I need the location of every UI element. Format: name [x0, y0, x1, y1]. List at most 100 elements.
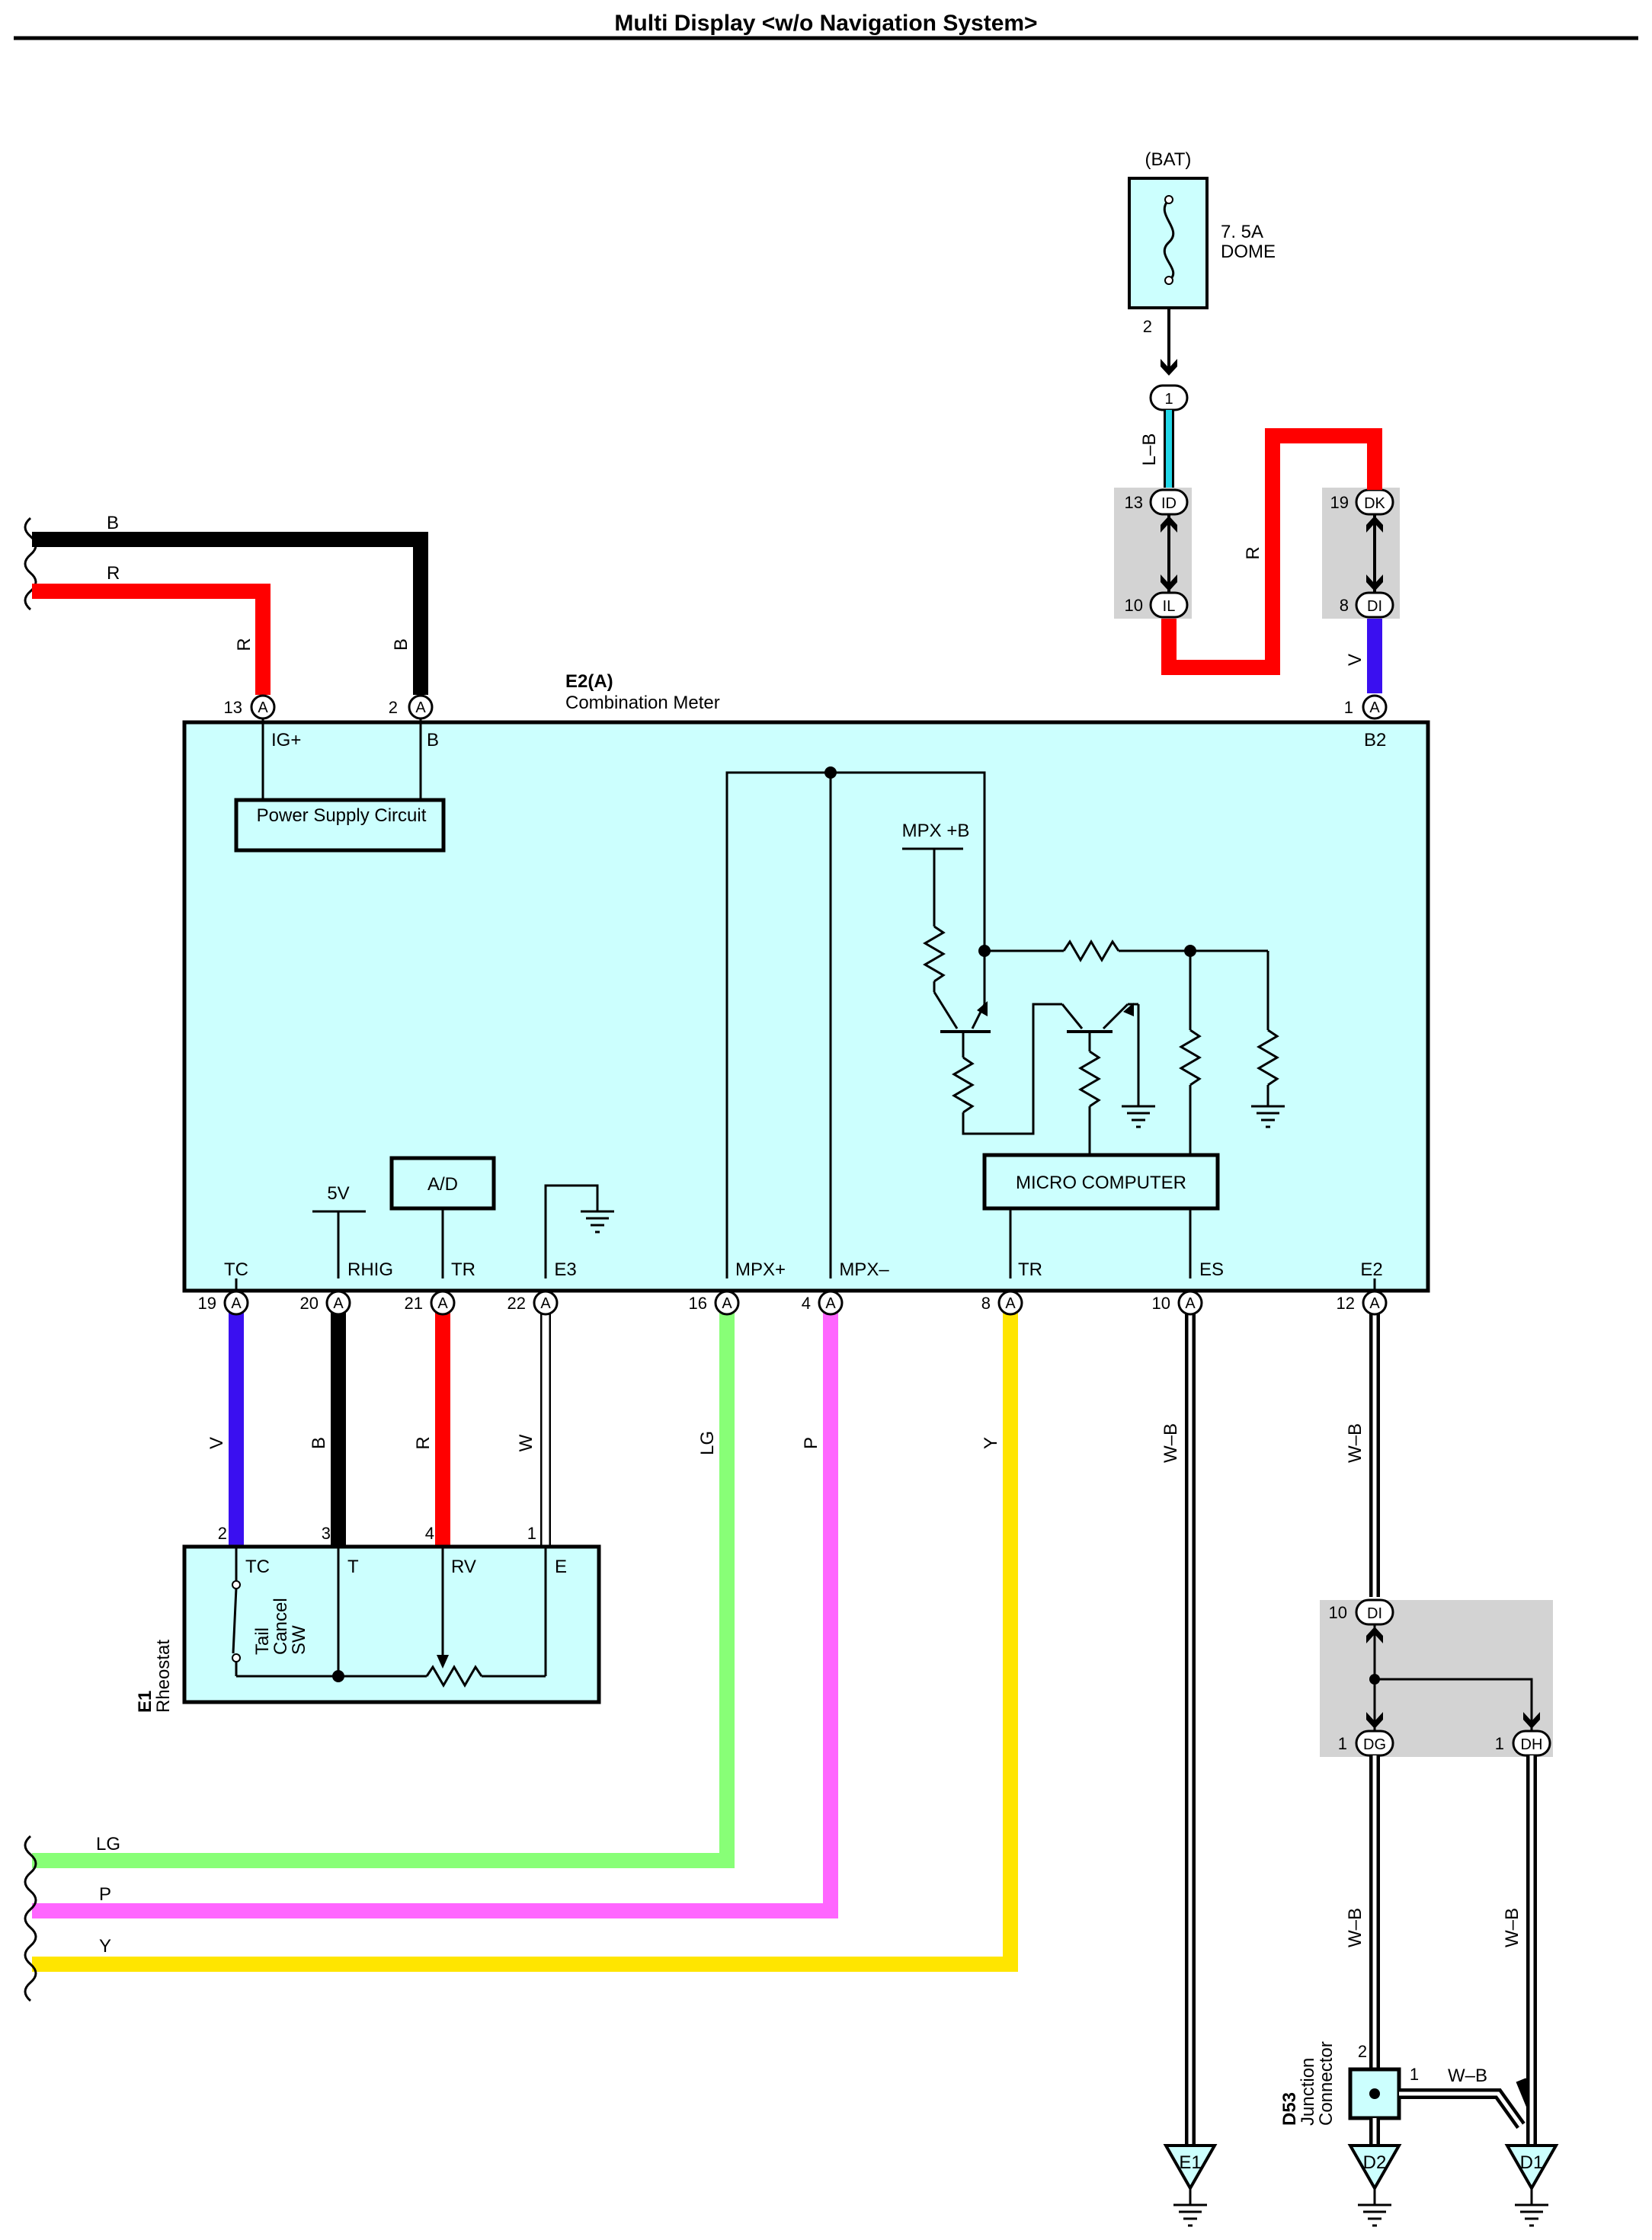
junction-name-1: Junction [1298, 2058, 1318, 2126]
svg-text:D1: D1 [1520, 2152, 1544, 2173]
wire-p [32, 1304, 838, 1918]
junction-name-2: Connector [1316, 2041, 1337, 2126]
svg-text:4: 4 [425, 1524, 434, 1543]
ground-icon [1356, 2187, 1393, 2227]
fuse-rating: 7. 5A [1221, 222, 1263, 242]
rheostat-pin-rv: RV [451, 1557, 476, 1577]
junction-pin-1-label: 1 [1164, 391, 1173, 408]
resistor-icon [952, 1056, 975, 1114]
rheostat-pin-e: E [555, 1557, 567, 1577]
connector-dk-pin: 19 [1330, 493, 1349, 512]
wire-label-y-vertical: Y [981, 1437, 1001, 1449]
rheostat-pin-t: T [347, 1557, 359, 1577]
wire-label-r-vertical: R [234, 638, 255, 651]
rheostat-name: Rheostat [153, 1640, 174, 1713]
wire-label-lb: L–B [1139, 434, 1160, 466]
connector-di-bottom-code: DI [1367, 1605, 1382, 1622]
page-title: Multi Display <w/o Navigation System> [614, 11, 1037, 36]
pin-2-number: 2 [389, 698, 398, 717]
connector-il-pin: 10 [1125, 596, 1143, 615]
pin-label-e3: E3 [554, 1259, 576, 1280]
wire-label-wb-es: W–B [1161, 1423, 1181, 1463]
connector-dh-pin: 1 [1495, 1734, 1504, 1753]
svg-text:A: A [258, 699, 268, 716]
pin-label-tr-left: TR [451, 1259, 475, 1280]
ground-icon [1172, 2187, 1209, 2227]
switch-icon [232, 1587, 238, 1654]
wire-label-b-rhig: B [309, 1437, 329, 1449]
wire-r-top [32, 584, 271, 695]
svg-text:20: 20 [300, 1294, 319, 1313]
switch-label-tail: Tail [252, 1627, 273, 1655]
svg-text:A: A [231, 1295, 242, 1312]
rheostat-pin-tc: TC [245, 1557, 270, 1577]
micro-computer-label: MICRO COMPUTER [1016, 1173, 1186, 1193]
svg-text:2: 2 [218, 1524, 227, 1543]
wire-r-loop [1161, 428, 1382, 675]
fuse-name: DOME [1221, 242, 1276, 262]
wire-label-y: Y [99, 1936, 111, 1957]
connector-dh-code: DH [1521, 1736, 1543, 1753]
resistor-icon [1179, 1029, 1202, 1086]
wire-lg [32, 1304, 735, 1868]
ad-label: A/D [427, 1174, 458, 1195]
svg-text:3: 3 [322, 1524, 331, 1543]
svg-text:A: A [722, 1295, 732, 1312]
connector-dk-code: DK [1364, 495, 1385, 512]
resistor-icon [1062, 939, 1120, 962]
svg-text:A: A [1185, 1295, 1196, 1312]
ground-point-e1: E1 [1163, 2144, 1218, 2227]
switch-label-cancel: Cancel [271, 1598, 291, 1655]
svg-text:E1: E1 [1179, 2152, 1201, 2173]
pin-13-number: 13 [224, 698, 242, 717]
ground-point-d1: D1 [1504, 2144, 1559, 2227]
svg-text:19: 19 [198, 1294, 216, 1313]
svg-text:A: A [1369, 699, 1380, 716]
wire-label-w-e3: W [516, 1434, 536, 1451]
meter-name: Combination Meter [565, 693, 720, 713]
resistor-icon [1078, 1050, 1101, 1108]
wire-label-lg-vertical: LG [697, 1431, 718, 1455]
connector-id-pin: 13 [1125, 493, 1143, 512]
svg-text:A: A [1369, 1295, 1380, 1312]
rheostat-id: E1 [135, 1691, 155, 1713]
junction-id: D53 [1279, 2092, 1300, 2126]
wire-label-b-top: B [107, 513, 119, 533]
power-supply-circuit [234, 798, 446, 853]
connector-di-top-pin: 8 [1340, 596, 1349, 615]
svg-text:D2: D2 [1363, 2152, 1387, 2173]
wire-label-v-b2: V [1345, 654, 1365, 666]
ad-converter [389, 1156, 496, 1211]
svg-text:A: A [333, 1295, 344, 1312]
svg-text:21: 21 [405, 1294, 423, 1313]
micro-computer [982, 1153, 1220, 1211]
connector-id-code: ID [1161, 495, 1177, 512]
pin-label-b: B [427, 730, 439, 750]
mpx-b-label: MPX +B [902, 821, 970, 841]
wire-label-b-vertical: B [391, 638, 411, 651]
ground-icon [1513, 2187, 1550, 2227]
wire-y [32, 1304, 1018, 1972]
wire-break-icon [24, 517, 37, 611]
pin-1-number: 1 [1344, 698, 1353, 717]
resistor-icon [1257, 1029, 1279, 1086]
svg-text:16: 16 [689, 1294, 707, 1313]
fuse-pin: 2 [1143, 317, 1152, 336]
svg-text:8: 8 [981, 1294, 991, 1313]
connector-dg-code: DG [1363, 1736, 1386, 1753]
switch-label-sw: SW [289, 1625, 309, 1655]
power-supply-label: Power Supply Circuit [257, 805, 427, 826]
svg-text:4: 4 [802, 1294, 811, 1313]
ground-point-d2: D2 [1347, 2144, 1402, 2227]
svg-text:A: A [540, 1295, 551, 1312]
potentiometer-icon [425, 1665, 483, 1688]
wire-label-wb-dh: W–B [1502, 1908, 1522, 1947]
wire-label-lg: LG [96, 1834, 120, 1854]
wire-label-p-vertical: P [801, 1437, 821, 1449]
connector-il-code: IL [1163, 598, 1176, 615]
pin-label-b2: B2 [1364, 730, 1386, 750]
svg-text:12: 12 [1337, 1294, 1355, 1313]
svg-text:1: 1 [527, 1524, 536, 1543]
junction-pin-2: 2 [1358, 2042, 1367, 2061]
meter-id: E2(A) [565, 671, 613, 692]
